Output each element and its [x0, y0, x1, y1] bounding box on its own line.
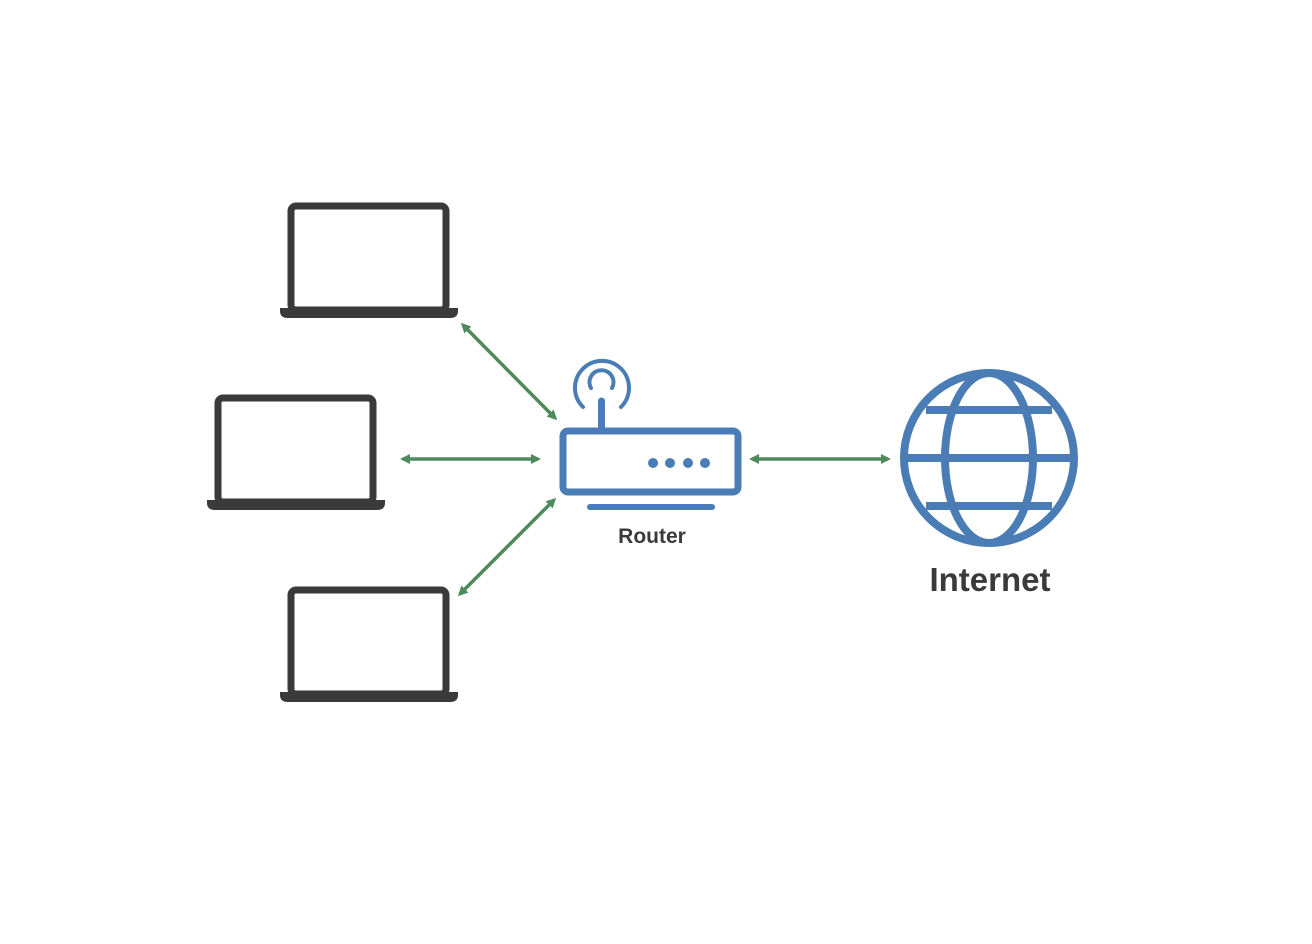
laptop-2	[207, 394, 385, 510]
globe-icon	[900, 369, 1078, 547]
laptop-icon	[207, 394, 385, 510]
internet-node: Internet	[900, 369, 1078, 598]
laptop-3	[280, 586, 458, 702]
router-node: Router	[559, 358, 742, 548]
router-label: Router	[618, 525, 686, 548]
laptop-1	[280, 202, 458, 318]
laptop-icon	[280, 586, 458, 702]
arrow-laptop-1-router	[460, 322, 558, 421]
laptop-icon	[280, 202, 458, 318]
internet-label: Internet	[929, 561, 1050, 598]
arrow-laptop-3-router	[457, 497, 557, 597]
router-icon	[559, 358, 742, 510]
